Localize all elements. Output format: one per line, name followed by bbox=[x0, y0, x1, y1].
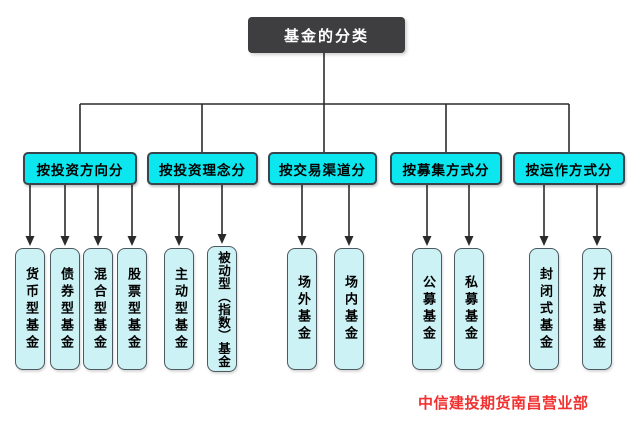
leaf-hybrid-fund: 混合型基金 bbox=[83, 248, 113, 370]
leaf-passive-index-fund: 被动型（指数）基金 bbox=[207, 246, 237, 372]
leaf-public-offering-fund: 公募基金 bbox=[412, 248, 442, 370]
leaf-otc-fund: 场外基金 bbox=[287, 248, 317, 370]
root-node-fund-classification: 基金的分类 bbox=[248, 17, 405, 53]
branch-by-operation-mode: 按运作方式分 bbox=[513, 152, 625, 185]
branch-by-investment-philosophy: 按投资理念分 bbox=[147, 152, 258, 185]
leaf-closed-end-fund: 封闭式基金 bbox=[529, 248, 559, 370]
leaf-active-fund: 主动型基金 bbox=[164, 248, 194, 370]
leaf-exchange-traded-fund: 场内基金 bbox=[334, 248, 364, 370]
leaf-money-market-fund: 货币型基金 bbox=[15, 248, 45, 370]
leaf-bond-fund: 债券型基金 bbox=[50, 248, 80, 370]
leaf-stock-fund: 股票型基金 bbox=[117, 248, 147, 370]
branch-by-investment-direction: 按投资方向分 bbox=[23, 152, 137, 185]
arrowhead-icons bbox=[25, 234, 602, 246]
leaf-open-end-fund: 开放式基金 bbox=[582, 248, 612, 370]
leaf-private-offering-fund: 私募基金 bbox=[454, 248, 484, 370]
branch-by-fundraising-method: 按募集方式分 bbox=[390, 152, 502, 185]
branch-by-trading-channel: 按交易渠道分 bbox=[268, 152, 377, 185]
watermark-text: 中信建投期货南昌营业部 bbox=[418, 395, 589, 412]
